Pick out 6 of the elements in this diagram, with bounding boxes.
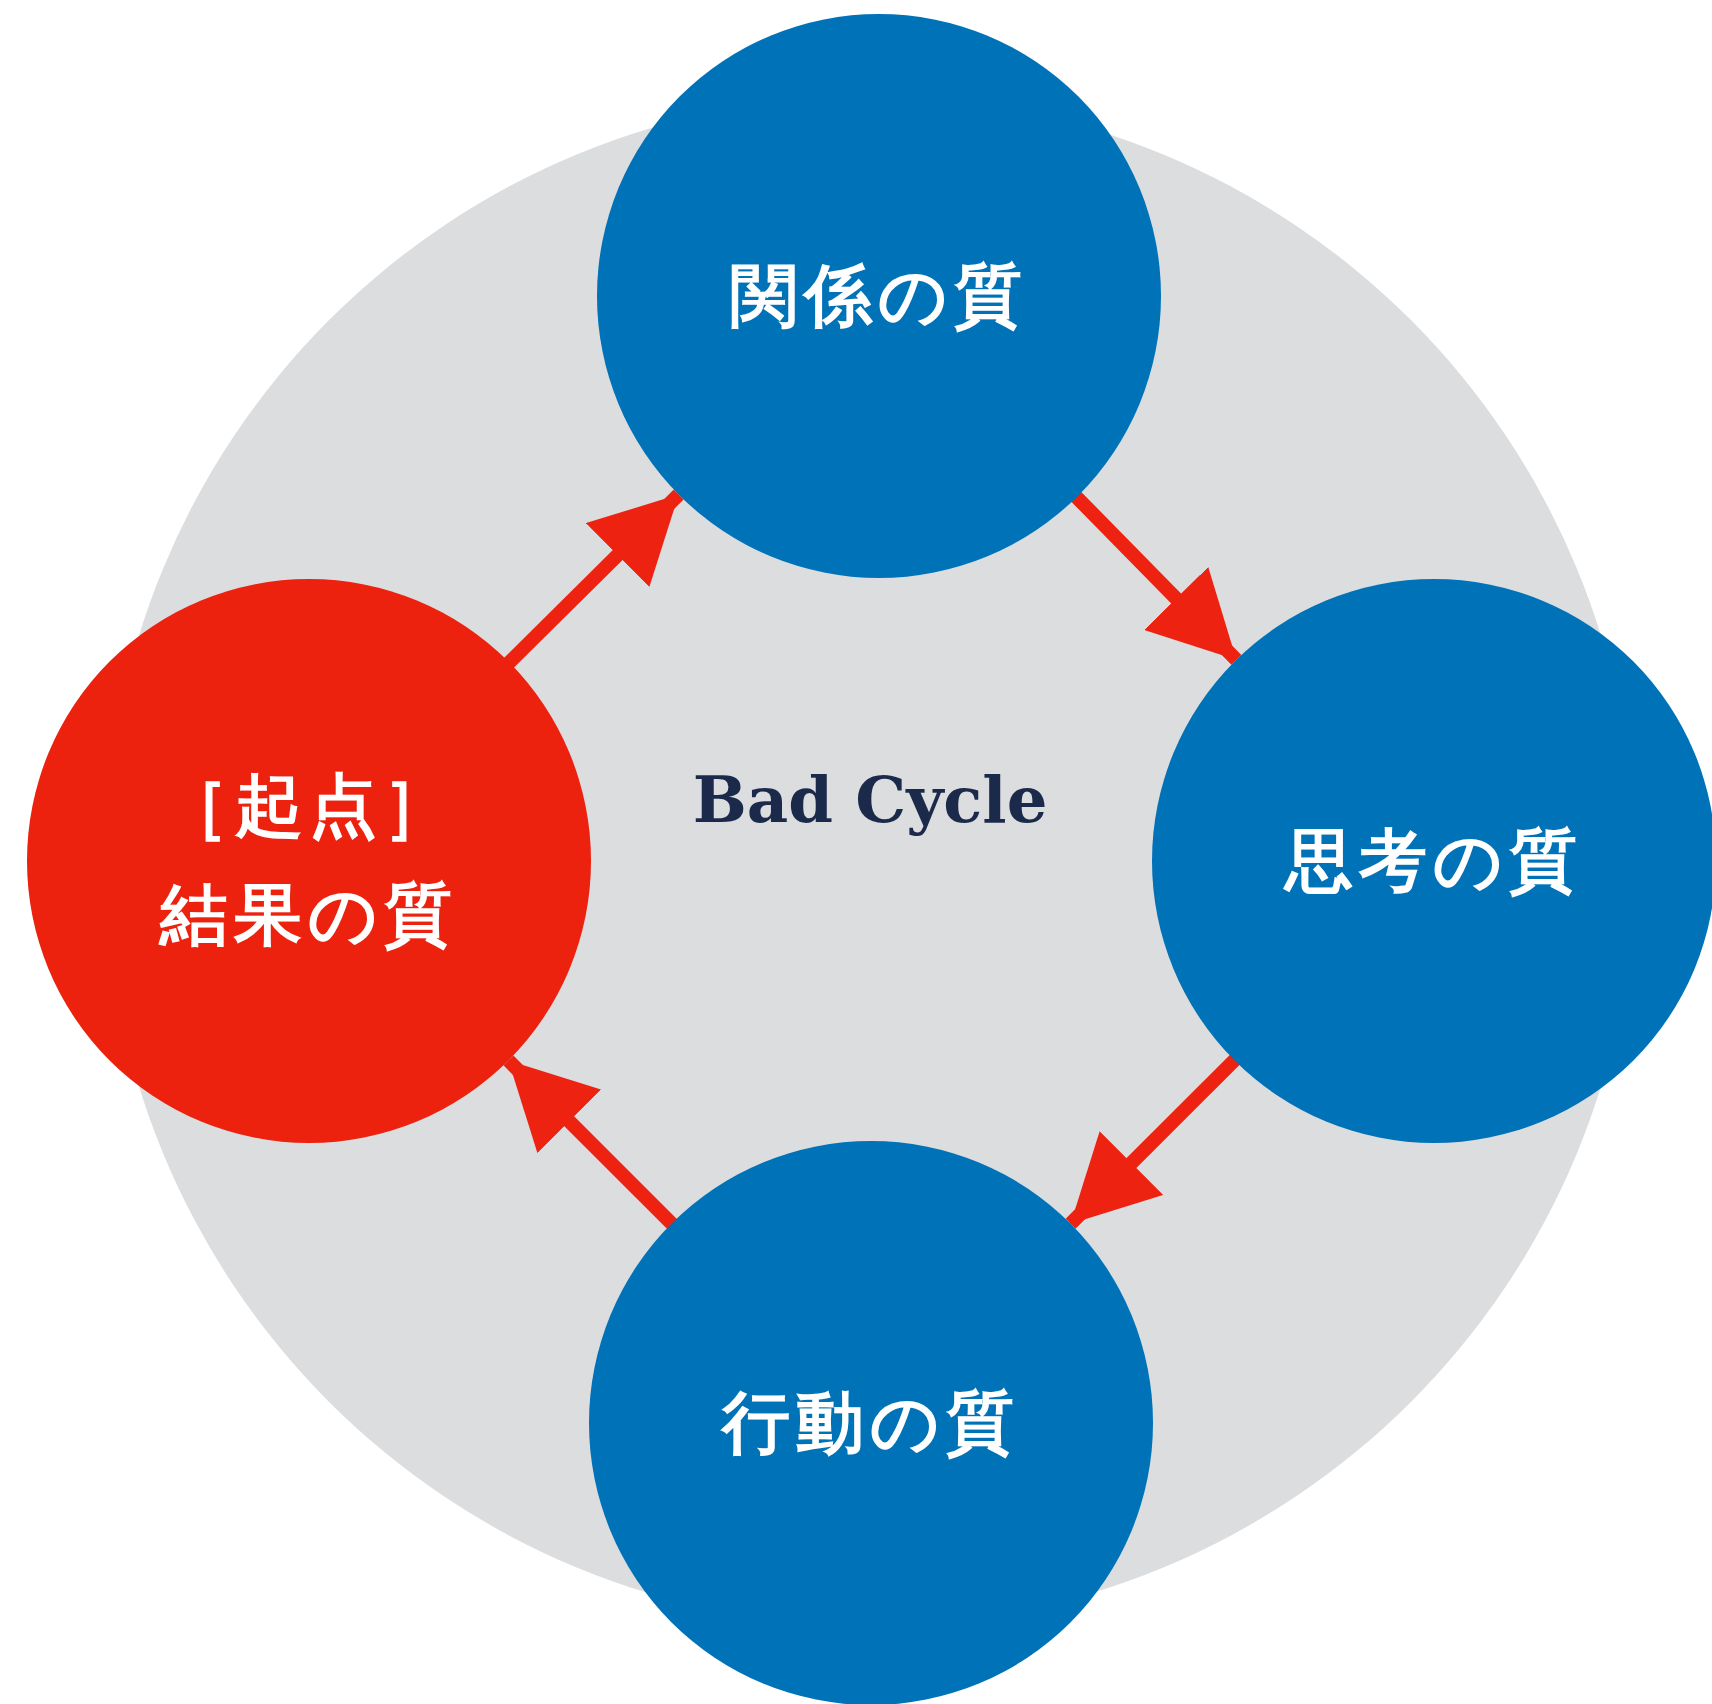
- stage-label: 行動の質: [722, 1381, 1020, 1464]
- stage-label: 思考の質: [1285, 819, 1583, 902]
- stage-label: 結果の質: [160, 874, 458, 956]
- cycle-title: Bad Cycle: [691, 761, 1049, 839]
- stage-label: 関係の質: [730, 254, 1028, 337]
- stage-label: ［起点］: [161, 765, 457, 848]
